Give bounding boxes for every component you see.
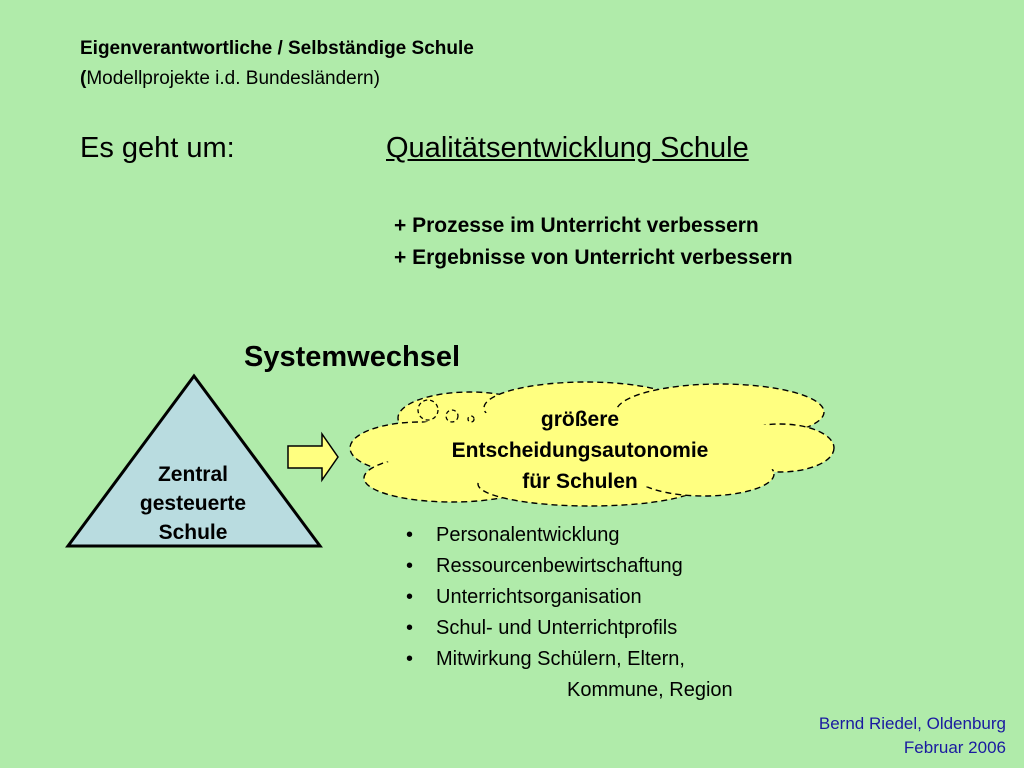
list-item-text: Unterrichtsorganisation	[436, 586, 642, 608]
list-item: • Ressourcenbewirtschaftung	[406, 551, 733, 582]
bullet-icon: •	[406, 555, 414, 577]
bullet-icon: •	[406, 586, 414, 608]
goal-item: + Prozesse im Unterricht verbessern	[394, 214, 759, 237]
list-item: • Mitwirkung Schülern, Eltern, Kommune, Re…	[406, 644, 733, 706]
slide-title: Eigenverantwortliche / Selbständige Schu…	[80, 38, 474, 59]
list-item: • Personalentwicklung	[406, 520, 733, 551]
footer-date: Februar 2006	[903, 738, 1006, 757]
list-item-text: Schul- und Unterrichtprofils	[436, 617, 678, 639]
bullet-icon: •	[406, 648, 414, 670]
subtitle-text: Modellprojekte i.d. Bundesländern)	[86, 68, 380, 89]
pyramid-triangle	[65, 373, 323, 548]
list-item-text: Mitwirkung Schülern, Eltern,	[436, 648, 685, 670]
list-item-text: Personalentwicklung	[436, 524, 620, 546]
system-change-title: Systemwechsel	[244, 341, 461, 373]
bullet-icon: •	[406, 617, 414, 639]
pyramid-line: Zentral	[157, 463, 228, 486]
autonomy-areas-list: • Personalentwicklung • Ressourcenbewirtsc…	[406, 520, 733, 706]
cloud-line: für Schulen	[522, 470, 638, 493]
goal-item: + Ergebnisse von Unterricht verbessern	[394, 246, 793, 269]
list-item: • Schul- und Unterrichtprofils	[406, 613, 733, 644]
goal-title: Qualitätsentwicklung Schule	[386, 132, 749, 164]
cloud-fill	[375, 408, 805, 488]
goal-list: + Prozesse im Unterricht verbessern + Er…	[394, 210, 793, 274]
footer-author: Bernd Riedel, Oldenburg	[818, 714, 1006, 733]
pyramid-line: gesteuerte	[139, 492, 247, 515]
cloud-line: größere	[540, 408, 620, 431]
pyramid-line: Schule	[158, 521, 228, 544]
subtitle-open-paren: (	[80, 68, 87, 89]
pyramid-label: Zentral gesteuerte Schule	[108, 460, 278, 547]
list-item: • Unterrichtsorganisation	[406, 582, 733, 613]
footer: Bernd Riedel, Oldenburg Februar 2006	[819, 712, 1006, 760]
cloud-label: größere Entscheidungsautonomie für Schul…	[380, 404, 780, 497]
slide-subtitle: (Modellprojekte i.d. Bundesländern)	[80, 68, 380, 90]
cloud-line: Entscheidungsautonomie	[451, 439, 709, 462]
bullet-icon: •	[406, 524, 414, 546]
list-item-text: Ressourcenbewirtschaftung	[436, 555, 683, 577]
cloud-bubbles	[417, 399, 475, 423]
right-arrow-shape	[287, 431, 339, 483]
goal-label: Es geht um:	[80, 132, 235, 164]
list-item-continuation: Kommune, Region	[567, 679, 733, 701]
